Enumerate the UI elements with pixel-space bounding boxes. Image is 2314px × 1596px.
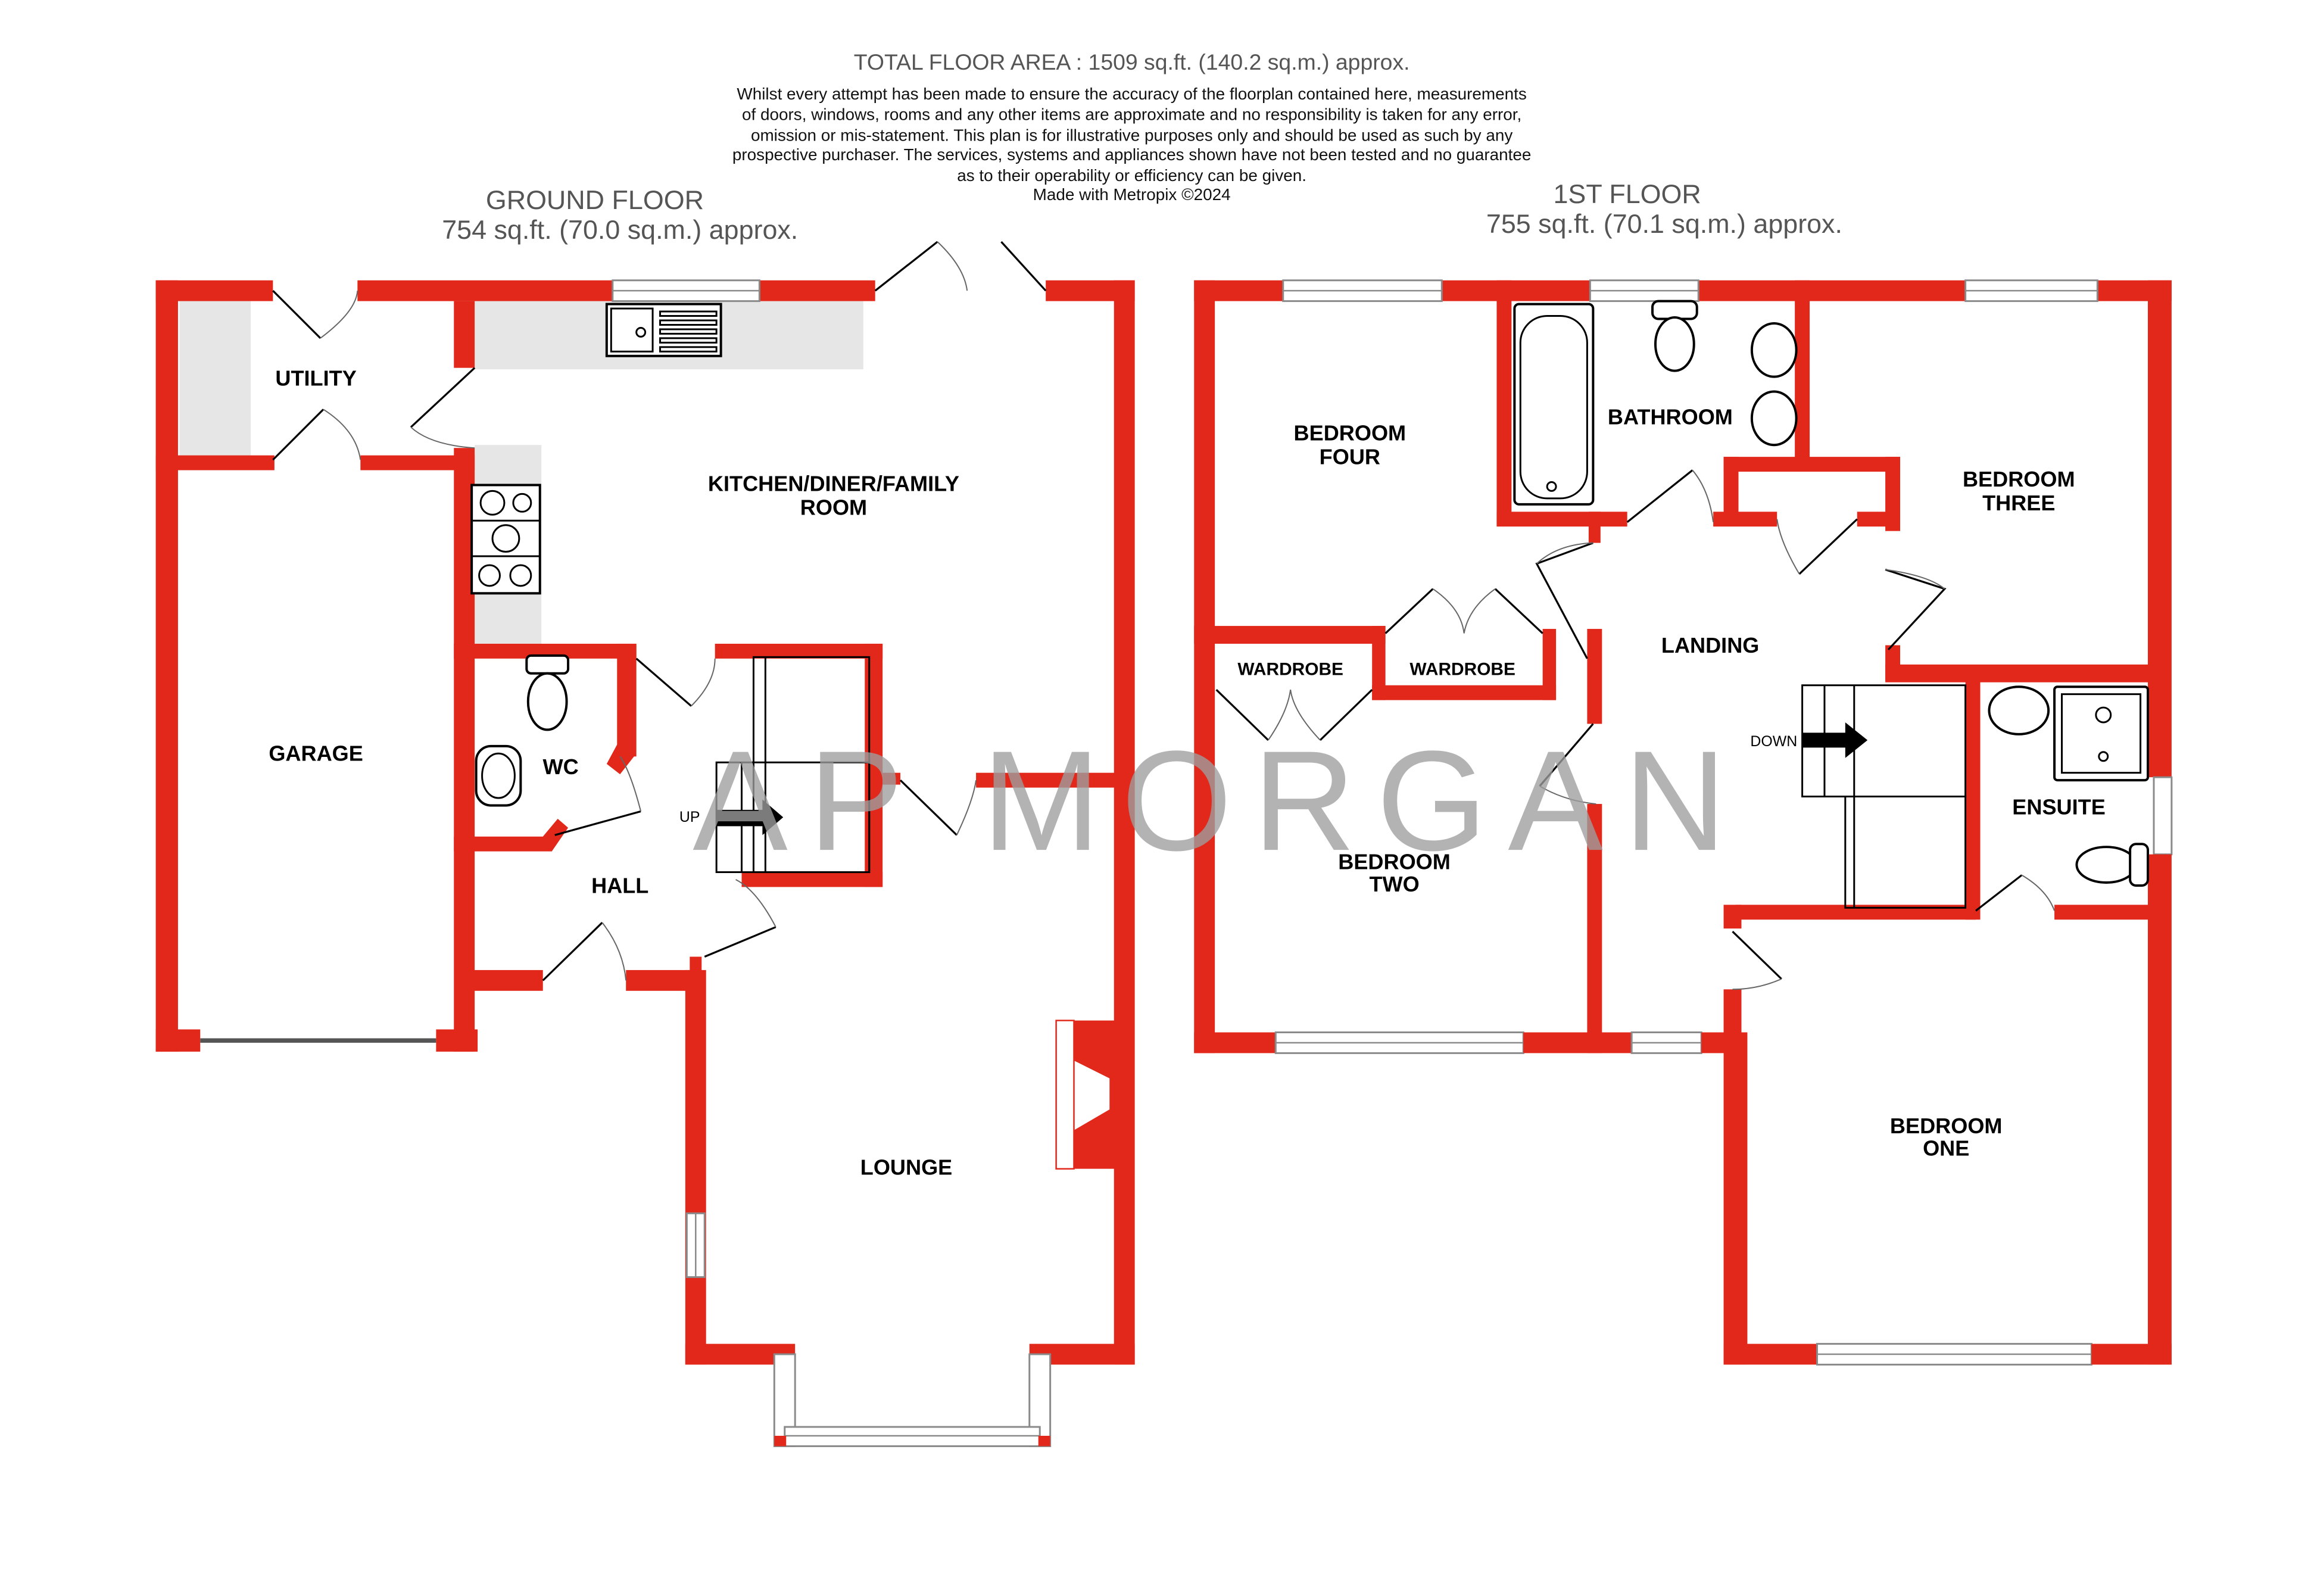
disclaimer-line-2: of doors, windows, rooms and any other i… [742, 105, 1521, 124]
room-label-kitchen: KITCHEN/DINER/FAMILY [708, 471, 959, 495]
stairs-down-label: DOWN [1750, 733, 1797, 750]
front-door[interactable] [542, 922, 603, 981]
room-label-ensuite: ENSUITE [2012, 794, 2106, 819]
room-label-wardrobe-1: WARDROBE [1237, 659, 1343, 679]
window [2153, 776, 2173, 856]
header: TOTAL FLOOR AREA : 1509 sq.ft. (140.2 sq… [442, 49, 1842, 245]
first-floor-plan: DOWN BEDROOM FOUR BATHROOM BEDROOM THREE… [1194, 279, 2173, 1366]
hob-icon [470, 484, 541, 595]
wall [454, 301, 475, 368]
bath-icon [1513, 303, 1595, 506]
room-label-utility: UTILITY [275, 366, 356, 391]
stairs-up-label: UP [679, 809, 700, 825]
ground-floor-plan: UP UTILITY KITCHEN/DINER/FAMILY ROOM GAR… [155, 241, 1135, 1447]
room-label-wc: WC [543, 755, 579, 779]
wall [155, 1029, 201, 1052]
bedroom-one-door[interactable] [1732, 931, 1782, 980]
staircase-down [1801, 684, 1967, 909]
wardrobe-door[interactable] [1215, 689, 1269, 741]
disclaimer-line-5: as to their operability or efficiency ca… [957, 166, 1306, 185]
chimney-breast [1074, 1020, 1116, 1169]
wardrobe-door[interactable] [1384, 588, 1434, 634]
svg-text:ONE: ONE [1923, 1136, 1969, 1160]
kitchen-lounge-wall [976, 772, 1120, 788]
toilet-icon [525, 654, 570, 731]
disclaimer-line-6: Made with Metropix ©2024 [1033, 185, 1231, 204]
room-label-hall: HALL [591, 873, 648, 897]
stairs-arrow-icon [716, 799, 784, 836]
bedroom-three-door[interactable] [1885, 568, 1947, 651]
wc-door[interactable] [554, 810, 641, 836]
kitchen-sink-icon [605, 303, 722, 357]
wall [460, 970, 543, 991]
french-door-right[interactable] [1000, 241, 1047, 292]
wall [759, 280, 875, 301]
wall [357, 280, 613, 301]
wall [741, 872, 883, 887]
wall [155, 455, 275, 470]
room-label-bedroom-one: BEDROOM [1890, 1114, 2003, 1138]
svg-text:FOUR: FOUR [1320, 445, 1380, 469]
room-label-bedroom-three: BEDROOM [1963, 467, 2075, 491]
disclaimer-line-3: omission or mis-statement. This plan is … [751, 126, 1512, 145]
room-label-wardrobe-2: WARDROBE [1409, 659, 1515, 679]
right-wall [1114, 280, 1135, 1365]
hall-kitchen-door[interactable] [635, 657, 692, 707]
french-door-left[interactable] [874, 241, 938, 292]
utility-counter [179, 300, 251, 457]
total-floor-area: TOTAL FLOOR AREA : 1509 sq.ft. (140.2 sq… [854, 49, 1410, 74]
wall [715, 643, 883, 659]
disclaimer-line-4: prospective purchaser. The services, sys… [732, 145, 1532, 164]
ensuite-door[interactable] [1975, 874, 2023, 912]
hall-lounge-door[interactable] [704, 926, 776, 958]
basin-icon [475, 744, 522, 807]
wall [454, 818, 569, 852]
wardrobe-door[interactable] [1319, 689, 1373, 741]
first-floor-title: 1ST FLOOR [1553, 179, 1701, 209]
lounge-left-wall [685, 970, 706, 1365]
wall [882, 772, 901, 785]
room-label-bedroom-two: BEDROOM [1338, 850, 1451, 874]
bathroom-door[interactable] [1626, 469, 1694, 523]
wall [617, 643, 637, 757]
ground-floor-area: 754 sq.ft. (70.0 sq.m.) approx. [442, 214, 798, 245]
utility-back-door[interactable] [272, 290, 322, 339]
room-label-bathroom: BATHROOM [1608, 404, 1733, 429]
bedroom-two-door[interactable] [1539, 723, 1594, 787]
room-label-garage: GARAGE [269, 741, 363, 766]
first-floor-area: 755 sq.ft. (70.1 sq.m.) approx. [1486, 208, 1842, 239]
shower-tray-icon [2053, 685, 2149, 782]
utility-kitchen-door[interactable] [410, 367, 476, 428]
watermark-logo: AP MORGAN [693, 721, 1747, 880]
stairs-arrow-icon [1802, 722, 1868, 758]
room-label-bedroom-four: BEDROOM [1294, 421, 1407, 445]
kitchen-lounge-door[interactable] [899, 779, 958, 836]
garage-left-wall [155, 280, 178, 1052]
toilet-icon [2075, 843, 2149, 887]
staircase-up [715, 656, 871, 874]
room-label-lounge: LOUNGE [860, 1155, 952, 1180]
airing-cupboard-door[interactable] [1798, 518, 1858, 575]
fireplace-hearth [1055, 1020, 1075, 1170]
garage-door [200, 1038, 436, 1043]
room-label-kitchen-2: ROOM [800, 495, 867, 519]
ground-floor-title: GROUND FLOOR [486, 185, 704, 215]
room-label-landing: LANDING [1661, 633, 1760, 657]
utility-garage-door[interactable] [272, 409, 325, 461]
basin-icon [1988, 685, 2050, 735]
wall [865, 643, 883, 887]
wall [690, 956, 702, 978]
toilet-icon [1651, 300, 1698, 372]
basin-icon [1750, 322, 1798, 447]
wardrobe-door[interactable] [1494, 588, 1543, 634]
svg-text:THREE: THREE [1982, 491, 2055, 515]
disclaimer-line-1: Whilst every attempt has been made to en… [737, 85, 1526, 103]
svg-text:TWO: TWO [1369, 872, 1419, 896]
